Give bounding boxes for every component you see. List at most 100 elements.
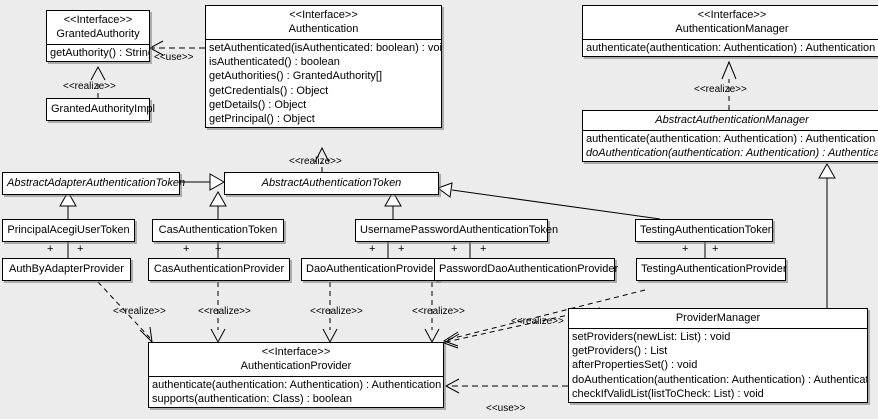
class-header: AbstractAdapterAuthenticationToken (3, 173, 186, 194)
operation: setProviders(newList: List) : void (572, 331, 731, 343)
class-name: AbstractAdapterAuthenticationToken (7, 177, 186, 189)
edge-label-realize-providermanager: <<realize>> (511, 316, 564, 327)
edge-label-use-authentication-grantedauthority: <<use>> (154, 52, 194, 63)
class-header: CasAuthenticationProvider (149, 259, 289, 280)
class-authentication-provider[interactable]: <<Interface>> AuthenticationProvider aut… (148, 342, 444, 409)
class-name: DaoAuthenticationProvider (306, 263, 437, 275)
class-abstract-authentication-manager[interactable]: AbstractAuthenticationManager authentica… (582, 110, 878, 163)
class-header: TestingAuthenticationProvider (637, 259, 787, 280)
operation: getAuthority() : String (50, 47, 149, 59)
assoc-marker-plus: + (369, 243, 376, 255)
class-header: <<Interface>> Authentication (206, 6, 441, 39)
operation: supports(authentication: Class) : boolea… (152, 393, 352, 406)
class-header: AbstractAuthenticationManager (583, 111, 878, 130)
edge-generalization-usernamepasswordtoken (384, 190, 402, 219)
class-testing-authentication-token[interactable]: TestingAuthenticationToken (635, 219, 774, 242)
edge-label-realize-abstracttoken-authentication: <<realize>> (289, 156, 342, 167)
operations-compartment: setProviders(newList: List) : void getPr… (569, 328, 867, 402)
class-header: PrincipalAcegiUserToken (3, 220, 134, 241)
class-dao-authentication-provider[interactable]: DaoAuthenticationProvider (301, 258, 439, 281)
operation: getPrincipal() : Object (209, 113, 315, 126)
class-granted-authority-impl[interactable]: GrantedAuthorityImpl (46, 98, 155, 121)
assoc-marker-plus: + (183, 243, 190, 255)
stereotype-label: <<Interface>> (289, 9, 358, 21)
class-password-dao-authentication-provider[interactable]: PasswordDaoAuthenticationProvider (434, 258, 619, 281)
operation: afterPropertiesSet() : void (572, 359, 698, 372)
edge-label-realize-abstractauthmanager: <<realize>> (694, 84, 747, 95)
operation: doAuthentication(authentication: Authent… (572, 373, 867, 386)
assoc-marker-plus: + (712, 243, 719, 255)
class-name: AbstractAuthenticationManager (655, 114, 809, 126)
edge-label-realize-authbyadapter: <<realize>> (113, 306, 166, 317)
edge-label-realize-daoprovider: <<realize>> (310, 306, 363, 317)
class-granted-authority[interactable]: <<Interface>> GrantedAuthority getAuthor… (46, 10, 150, 63)
class-header: <<Interface>> AuthenticationProvider (149, 343, 443, 376)
class-authentication-manager[interactable]: <<Interface>> AuthenticationManager auth… (582, 5, 878, 58)
assoc-marker-plus: + (398, 243, 405, 255)
assoc-marker-plus: + (47, 243, 54, 255)
class-name: CasAuthenticationToken (158, 224, 278, 236)
class-principal-acegi-user-token[interactable]: PrincipalAcegiUserToken (2, 219, 135, 242)
operations-compartment: authenticate(authentication: Authenticat… (583, 130, 878, 161)
class-header: DaoAuthenticationProvider (302, 259, 438, 280)
edge-generalization-principalacegitoken (59, 190, 77, 219)
class-name: AuthenticationProvider (240, 360, 352, 372)
operations-compartment: getAuthority() : String (47, 44, 149, 61)
operation: authenticate(authentication: Authenticat… (586, 133, 876, 145)
class-authentication[interactable]: <<Interface>> Authentication setAuthenti… (205, 5, 442, 129)
class-header: ProviderManager (569, 309, 867, 328)
edge-label-realize-passworddaoprovider: <<realize>> (412, 306, 465, 317)
class-header: UsernamePasswordAuthenticationToken (356, 220, 559, 241)
class-name: PasswordDaoAuthenticationProvider (439, 263, 619, 275)
class-name: UsernamePasswordAuthenticationToken (360, 224, 559, 236)
class-testing-authentication-provider[interactable]: TestingAuthenticationProvider (636, 258, 787, 281)
class-name: TestingAuthenticationToken (640, 224, 774, 236)
operation: getProviders() : List (572, 345, 668, 358)
class-abstract-adapter-authentication-token[interactable]: AbstractAdapterAuthenticationToken (2, 172, 186, 195)
class-header: TestingAuthenticationToken (636, 220, 774, 241)
class-auth-by-adapter-provider[interactable]: AuthByAdapterProvider (2, 258, 131, 281)
operation: checkIfValidList(listToCheck: List) : vo… (572, 387, 764, 400)
class-name: GrantedAuthorityImpl (51, 103, 155, 115)
edge-generalization-providermanager-abstractauthmanager (818, 162, 836, 308)
operations-compartment: setAuthenticated(isAuthenticated: boolea… (206, 39, 441, 127)
class-provider-manager[interactable]: ProviderManager setProviders(newList: Li… (568, 308, 868, 404)
edge-label-realize-grantedauthorityimpl: <<realize>> (63, 81, 116, 92)
class-name: TestingAuthenticationProvider (641, 263, 787, 275)
operation: getAuthorities() : GrantedAuthority[] (209, 70, 383, 83)
assoc-marker-plus: + (451, 243, 458, 255)
class-cas-authentication-token[interactable]: CasAuthenticationToken (152, 219, 284, 242)
class-header: PasswordDaoAuthenticationProvider (435, 259, 619, 280)
operation: isAuthenticated() : boolean (209, 56, 340, 69)
operations-compartment: authenticate(authentication: Authenticat… (149, 376, 443, 407)
edge-use-providermanager-authenticationprovider (444, 378, 568, 394)
edge-label-use-providermanager: <<use>> (486, 403, 526, 414)
class-name: GrantedAuthority (56, 28, 140, 40)
class-name: Authentication (288, 23, 359, 35)
assoc-marker-plus: + (215, 243, 222, 255)
operation: getCredentials() : Object (209, 84, 329, 97)
class-abstract-authentication-token[interactable]: AbstractAuthenticationToken (224, 172, 439, 195)
operations-compartment: authenticate(authentication: Authenticat… (583, 39, 878, 56)
edge-label-realize-casprovider: <<realize>> (198, 306, 251, 317)
class-name: AuthByAdapterProvider (9, 263, 124, 275)
edge-generalization-adaptertoken-abstracttoken (180, 173, 226, 191)
edge-generalization-castoken (209, 190, 227, 219)
class-username-password-authentication-token[interactable]: UsernamePasswordAuthenticationToken (355, 219, 559, 242)
class-header: GrantedAuthorityImpl (47, 99, 155, 120)
operation: doAuthentication(authentication: Authent… (586, 147, 878, 160)
edge-generalization-testingtoken (436, 182, 661, 220)
class-header: CasAuthenticationToken (153, 220, 283, 241)
assoc-marker-plus: + (480, 243, 487, 255)
class-name: ProviderManager (675, 312, 761, 324)
class-cas-authentication-provider[interactable]: CasAuthenticationProvider (148, 258, 290, 281)
operation: authenticate(authentication: Authenticat… (586, 42, 876, 54)
class-header: AuthByAdapterProvider (3, 259, 130, 280)
class-name: CasAuthenticationProvider (153, 263, 285, 275)
class-name: PrincipalAcegiUserToken (7, 224, 130, 236)
operation: getDetails() : Object (209, 98, 307, 111)
class-name: AbstractAuthenticationToken (261, 177, 402, 189)
operation: authenticate(authentication: Authenticat… (152, 379, 442, 391)
assoc-marker-plus: + (682, 243, 689, 255)
class-header: <<Interface>> GrantedAuthority (47, 11, 149, 44)
